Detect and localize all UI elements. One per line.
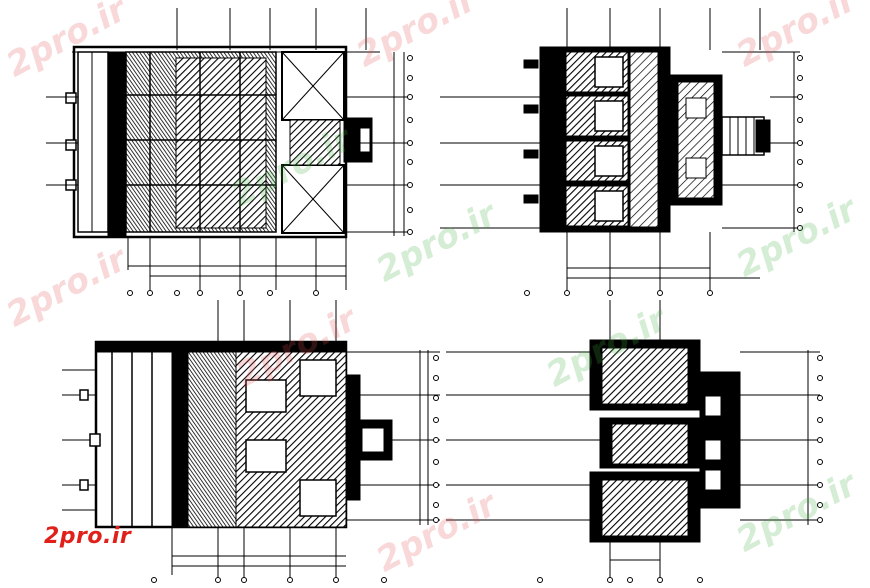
brand-logo-text: 2pro.ir xyxy=(44,524,132,549)
floor-plan-top-right xyxy=(440,8,803,296)
floor-plan-bottom-right xyxy=(446,300,823,583)
floor-plan-bottom-left xyxy=(62,300,440,583)
floor-plan-top-left xyxy=(46,8,413,296)
